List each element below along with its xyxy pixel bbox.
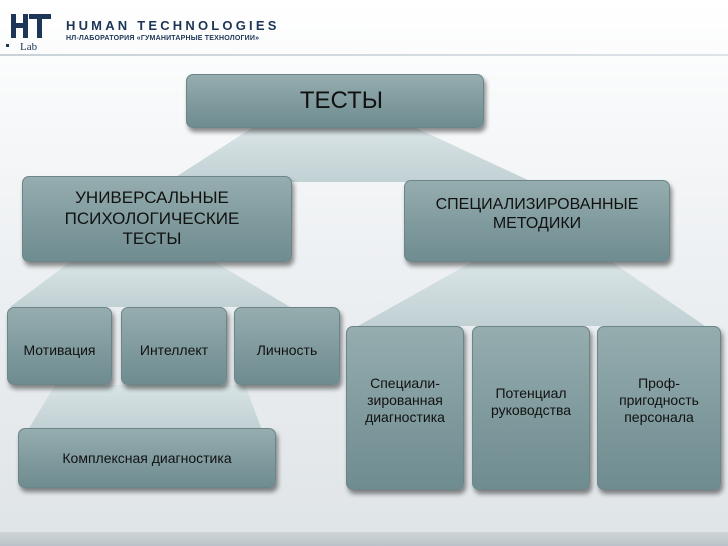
root-tests-box: ТЕСТЫ (186, 74, 484, 128)
specialized-methods-box: СПЕЦИАЛИЗИРОВАННЫЕ МЕТОДИКИ (404, 180, 670, 262)
complex-diagnostics-label: Комплексная диагностика (62, 449, 232, 466)
brand-subtitle: НЛ-ЛАБОРАТОРИЯ «ГУМАНИТАРНЫЕ ТЕХНОЛОГИИ» (66, 35, 260, 42)
specialized-diagnostics-label: Специали- зированная диагностика (365, 375, 445, 425)
intellect-box: Интеллект (121, 307, 227, 385)
professional-fitness-box: Проф- пригодность персонала (597, 326, 721, 490)
ht-lab-logo: Lab (2, 6, 66, 53)
connector-specialized-to-items (358, 262, 705, 326)
svg-text:Lab: Lab (20, 41, 38, 52)
intellect-label: Интеллект (139, 342, 209, 358)
brand-title: HUMAN TECHNOLOGIES (66, 18, 280, 33)
connector-root-to-branches (168, 126, 532, 182)
personality-label: Личность (256, 342, 318, 358)
connector-universal-to-items (10, 262, 290, 307)
universal-tests-label: УНИВЕРСАЛЬНЫЕ ПСИХОЛОГИЧЕСКИЕ ТЕСТЫ (64, 188, 240, 249)
professional-fitness-label: Проф- пригодность персонала (619, 375, 699, 425)
complex-diagnostics-box: Комплексная диагностика (18, 428, 276, 488)
connector-universal-to-complex (28, 385, 262, 430)
leadership-potential-label: Потенциал руководства (490, 385, 572, 418)
universal-tests-box: УНИВЕРСАЛЬНЫЕ ПСИХОЛОГИЧЕСКИЕ ТЕСТЫ (22, 176, 292, 262)
personality-box: Личность (234, 307, 340, 385)
brand-block: HUMAN TECHNOLOGIES НЛ-ЛАБОРАТОРИЯ «ГУМАН… (66, 18, 280, 42)
motivation-box: Мотивация (7, 307, 112, 385)
ht-lab-logo-graphic: Lab (6, 14, 51, 53)
specialized-diagnostics-box: Специали- зированная диагностика (346, 326, 464, 490)
specialized-methods-label: СПЕЦИАЛИЗИРОВАННЫЕ МЕТОДИКИ (435, 196, 639, 233)
motivation-label: Мотивация (23, 342, 96, 358)
slide-footer-band (0, 532, 728, 546)
root-tests-label: ТЕСТЫ (299, 86, 383, 114)
header-divider (0, 54, 728, 56)
leadership-potential-box: Потенциал руководства (472, 326, 590, 490)
